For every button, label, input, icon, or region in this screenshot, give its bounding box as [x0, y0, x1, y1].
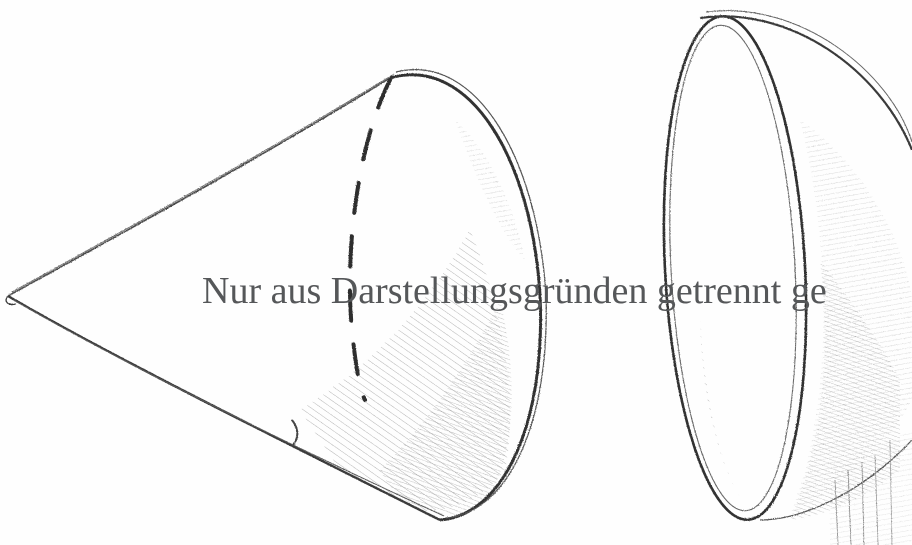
cone-shading	[300, 120, 525, 514]
caption-text: Nur aus Darstellungsgründen getrennt ge	[202, 272, 827, 310]
